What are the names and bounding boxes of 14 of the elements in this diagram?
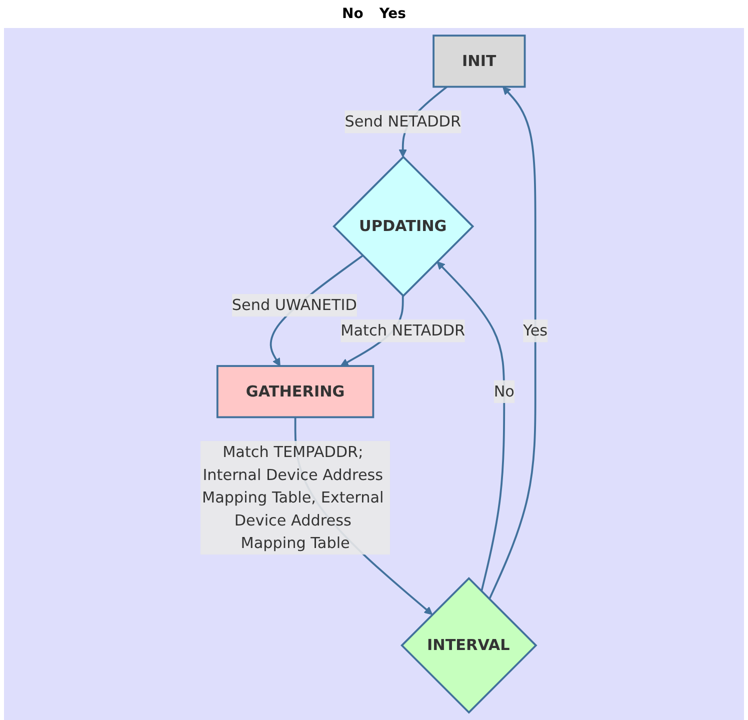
edge-label: No: [494, 382, 514, 400]
edge-label: Yes: [523, 321, 548, 340]
node-box: GATHERING: [216, 365, 374, 418]
node-diamond: INTERVAL: [400, 577, 538, 714]
node-diamond: UPDATING: [332, 156, 474, 298]
branch-label: No: [342, 6, 364, 22]
branch-label: Yes: [379, 6, 406, 22]
edge-label: Match NETADDR: [340, 321, 466, 340]
edge-label: Match TEMPADDR; Internal Device Address Mapping Table, External Device Address Mapping Table: [202, 442, 384, 552]
edge-label: Send UWANETID: [232, 296, 357, 314]
node-box: INIT: [432, 34, 526, 88]
arrow: [488, 86, 536, 600]
arrow: [436, 261, 506, 592]
edge-label: Send NETADDR: [344, 112, 461, 130]
